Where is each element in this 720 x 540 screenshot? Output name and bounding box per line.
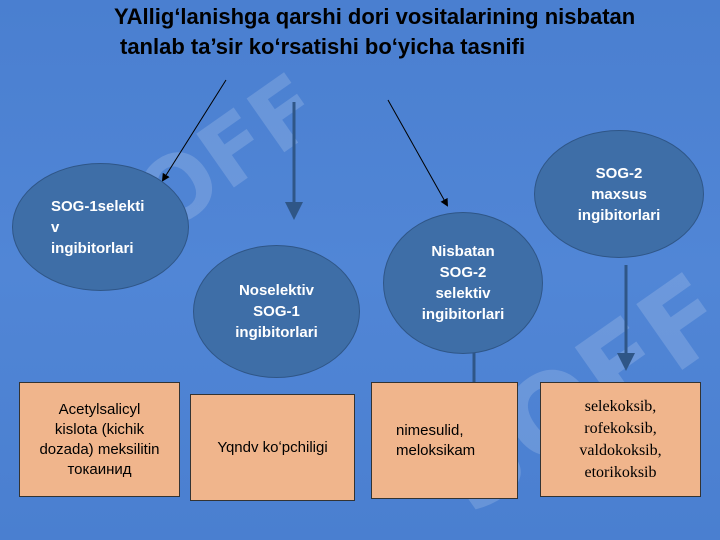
- node-sog2-maxsus-label: SOG-2 maxsus ingibitorlari: [577, 164, 661, 224]
- box-nimesulid-text: nimesulid, meloksikam: [396, 421, 476, 459]
- arrow-to-sog1-selektiv: [161, 79, 227, 182]
- slide-title: YAllig‘lanishga qarshi dori vositalarini…: [100, 2, 710, 62]
- node-nisbatan-sog2: Nisbatan SOG-2 selektiv ingibitorlari: [383, 212, 543, 354]
- node-nisbatan-sog2-label: Nisbatan SOG-2 selektiv ingibitorlari: [421, 243, 505, 323]
- box-yqndv-text: Yqndv koʻpchiligi: [217, 438, 328, 456]
- box-acetylsalicyl-text: Acetylsalicyl kislota (kichik dozada) me…: [39, 400, 160, 478]
- node-noselektiv: Noselektiv SOG-1 ingibitorlari: [193, 245, 360, 378]
- title-line-1: YAllig‘lanishga qarshi dori vositalarini…: [114, 4, 636, 29]
- node-sog1-selektiv: SOG-1selekti v ingibitorlari: [12, 163, 189, 291]
- box-selekoksib-text: selekoksib, rofekoksib, valdokoksib, eto…: [579, 397, 662, 481]
- box-acetylsalicyl: Acetylsalicyl kislota (kichik dozada) me…: [19, 382, 180, 497]
- box-nimesulid: nimesulid, meloksikam: [371, 382, 518, 499]
- title-line-2: tanlab ta’sir ko‘rsatishi bo‘yicha tasni…: [120, 34, 526, 59]
- node-sog1-selektiv-label: SOG-1selekti v ingibitorlari: [51, 197, 145, 257]
- arrow-to-nisbatan-sog2: [387, 99, 448, 207]
- node-sog2-maxsus: SOG-2 maxsus ingibitorlari: [534, 130, 704, 258]
- box-selekoksib: selekoksib, rofekoksib, valdokoksib, eto…: [540, 382, 701, 497]
- box-yqndv: Yqndv koʻpchiligi: [190, 394, 355, 501]
- node-noselektiv-label: Noselektiv SOG-1 ingibitorlari: [235, 282, 318, 341]
